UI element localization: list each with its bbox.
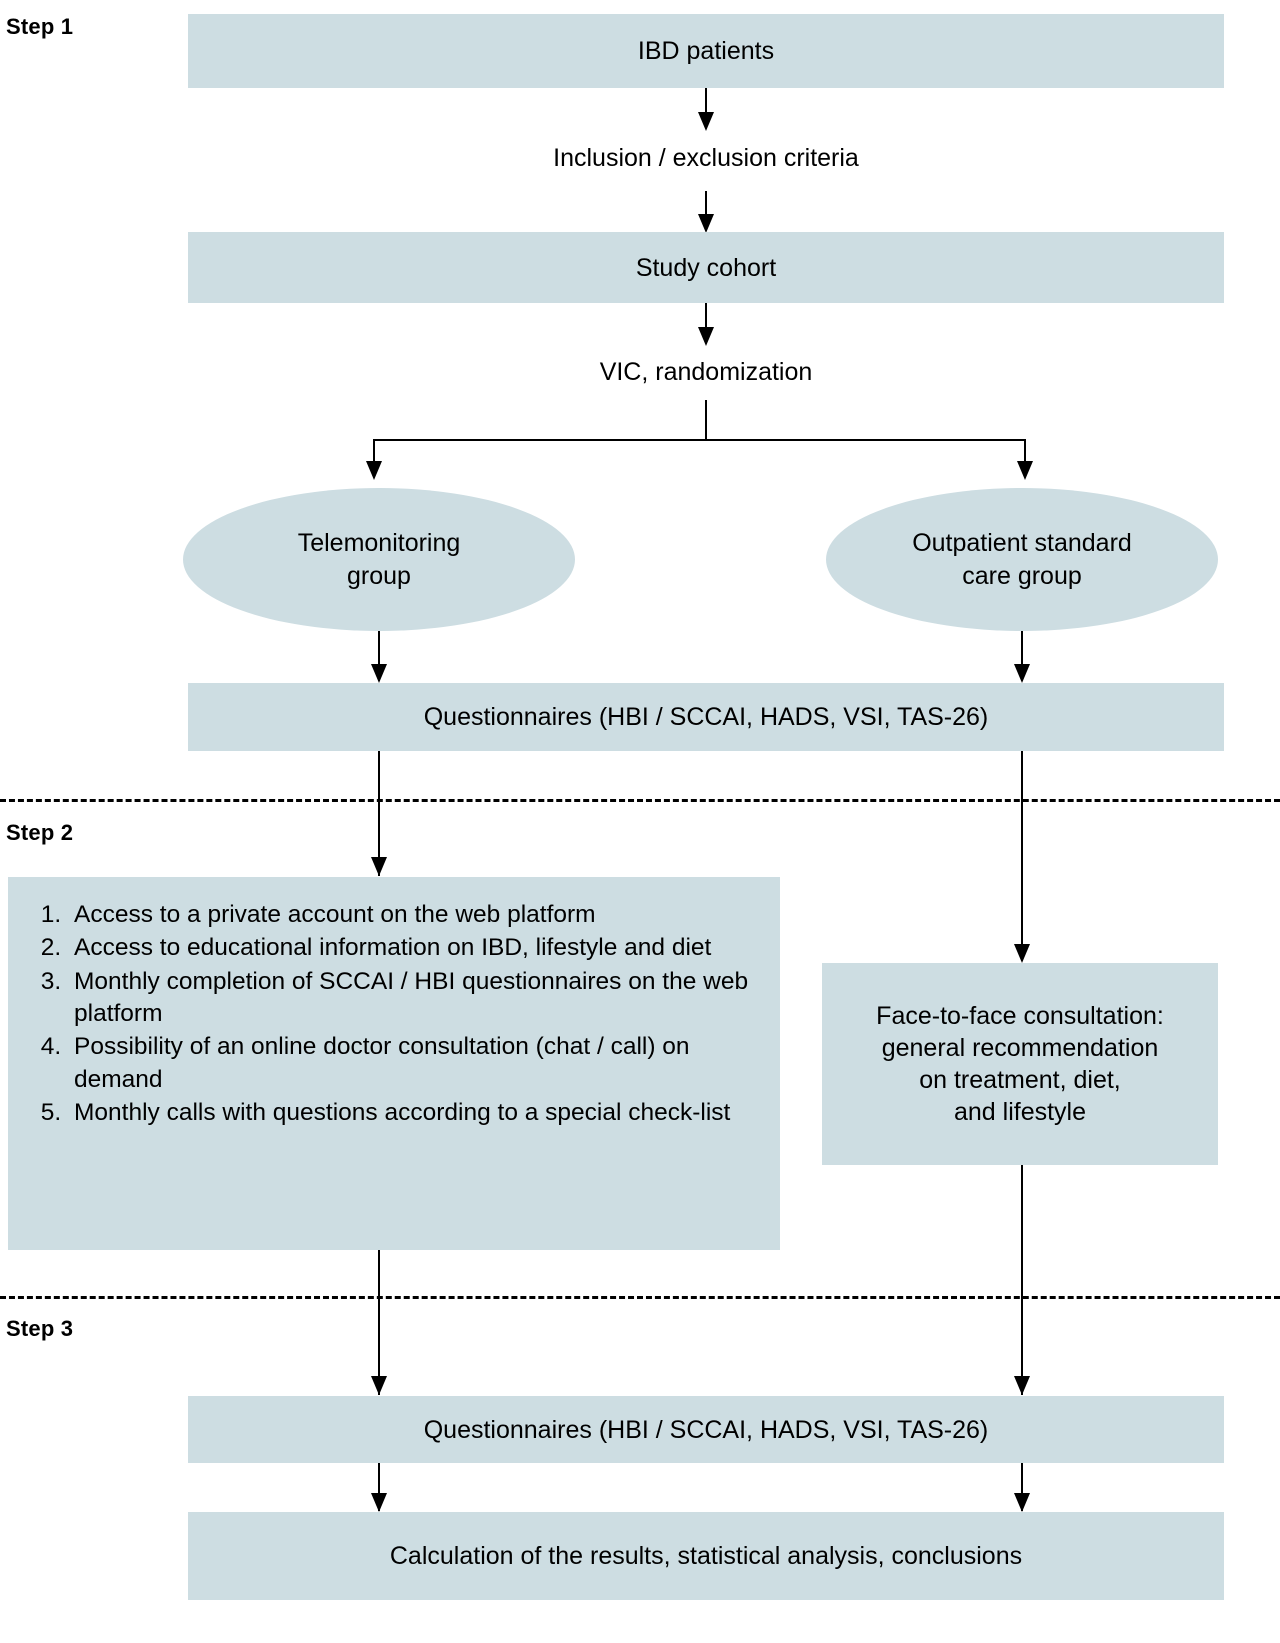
- list-item: Monthly completion of SCCAI / HBI questi…: [68, 966, 762, 1031]
- face-to-face-line-4: and lifestyle: [953, 1098, 1087, 1126]
- arrowhead-questionnaires3-to-calculation-left: [371, 1493, 387, 1512]
- connector-questionnaires-to-activities: [378, 751, 380, 876]
- node-questionnaires-step1: Questionnaires (HBI / SCCAI, HADS, VSI, …: [188, 683, 1224, 751]
- face-to-face-line-1: Face-to-face consultation:: [876, 1002, 1164, 1030]
- node-calculation-results: Calculation of the results, statistical …: [188, 1512, 1224, 1600]
- list-item: Access to a private account on the web p…: [68, 899, 762, 931]
- arrowhead-cohort-to-vic: [698, 327, 714, 346]
- connector-questionnaires-to-consultation: [1021, 751, 1023, 961]
- label-inclusion-exclusion: Inclusion / exclusion criteria: [553, 144, 859, 172]
- connector-telemonitoring-to-questionnaires: [378, 631, 380, 681]
- connector-consultation-to-questionnaires3: [1021, 1165, 1023, 1395]
- node-outpatient-group-label: Outpatient standard care group: [912, 527, 1132, 592]
- list-item: Access to educational information on IBD…: [68, 932, 762, 964]
- outpatient-line-1: Outpatient standard: [912, 529, 1132, 557]
- node-outpatient-standard-care-group: Outpatient standard care group: [826, 488, 1218, 631]
- connector-cohort-to-vic: [705, 303, 707, 338]
- list-item: Possibility of an online doctor consulta…: [68, 1031, 762, 1096]
- node-calculation-results-label: Calculation of the results, statistical …: [389, 1542, 1023, 1570]
- step-divider-1: [0, 799, 1280, 802]
- arrowhead-ibd-to-criteria: [698, 112, 714, 131]
- node-telemonitoring-group: Telemonitoring group: [183, 488, 575, 631]
- node-ibd-patients-label: IBD patients: [637, 37, 775, 65]
- arrowhead-questionnaires-to-activities: [371, 857, 387, 876]
- node-study-cohort-label: Study cohort: [635, 253, 777, 282]
- node-telemonitoring-activities: Access to a private account on the web p…: [8, 877, 780, 1250]
- arrowhead-questionnaires-to-consultation: [1014, 944, 1030, 963]
- node-ibd-patients: IBD patients: [188, 14, 1224, 88]
- connector-questionnaires3-to-calculation-right: [1021, 1463, 1023, 1511]
- telemonitoring-line-1: Telemonitoring: [297, 529, 461, 557]
- connector-vic-stem: [705, 400, 707, 440]
- label-vic-randomization: VIC, randomization: [599, 358, 813, 386]
- arrowhead-to-outpatient: [1017, 461, 1033, 480]
- connector-vic-left-drop: [373, 439, 375, 469]
- step-3-label: Step 3: [6, 1316, 74, 1341]
- connector-activities-to-questionnaires3: [378, 1250, 380, 1395]
- telemonitoring-line-2: group: [347, 561, 411, 590]
- node-questionnaires-step3: Questionnaires (HBI / SCCAI, HADS, VSI, …: [188, 1396, 1224, 1463]
- arrowhead-activities-to-questionnaires3: [371, 1376, 387, 1395]
- step-divider-2: [0, 1296, 1280, 1299]
- connector-vic-right-drop: [1024, 439, 1026, 469]
- arrowhead-questionnaires3-to-calculation-right: [1014, 1493, 1030, 1512]
- outpatient-line-2: care group: [962, 561, 1082, 590]
- arrowhead-consultation-to-questionnaires3: [1014, 1376, 1030, 1395]
- node-face-to-face-consultation: Face-to-face consultation: general recom…: [822, 963, 1218, 1165]
- arrowhead-telemonitoring-to-questionnaires: [371, 664, 387, 683]
- connector-outpatient-to-questionnaires: [1021, 631, 1023, 681]
- node-study-cohort: Study cohort: [188, 232, 1224, 303]
- node-telemonitoring-group-label: Telemonitoring group: [298, 527, 461, 592]
- face-to-face-line-3: on treatment, diet,: [919, 1066, 1121, 1094]
- node-questionnaires-step3-label: Questionnaires (HBI / SCCAI, HADS, VSI, …: [423, 1415, 989, 1444]
- arrowhead-outpatient-to-questionnaires: [1014, 664, 1030, 683]
- arrowhead-criteria-to-cohort: [698, 214, 714, 233]
- node-face-to-face-label: Face-to-face consultation: general recom…: [876, 1000, 1164, 1128]
- arrowhead-to-telemonitoring: [366, 461, 382, 480]
- face-to-face-line-2: general recommendation: [881, 1034, 1159, 1062]
- connector-questionnaires3-to-calculation-left: [378, 1463, 380, 1511]
- step-2-label: Step 2: [6, 820, 74, 845]
- telemonitoring-activities-list: Access to a private account on the web p…: [30, 899, 762, 1129]
- step-1-label: Step 1: [6, 14, 74, 39]
- node-questionnaires-step1-label: Questionnaires (HBI / SCCAI, HADS, VSI, …: [423, 703, 989, 731]
- list-item: Monthly calls with questions according t…: [68, 1097, 762, 1129]
- connector-criteria-to-cohort: [705, 191, 707, 228]
- connector-ibd-to-criteria: [705, 88, 707, 120]
- connector-vic-split-bar: [373, 439, 1026, 441]
